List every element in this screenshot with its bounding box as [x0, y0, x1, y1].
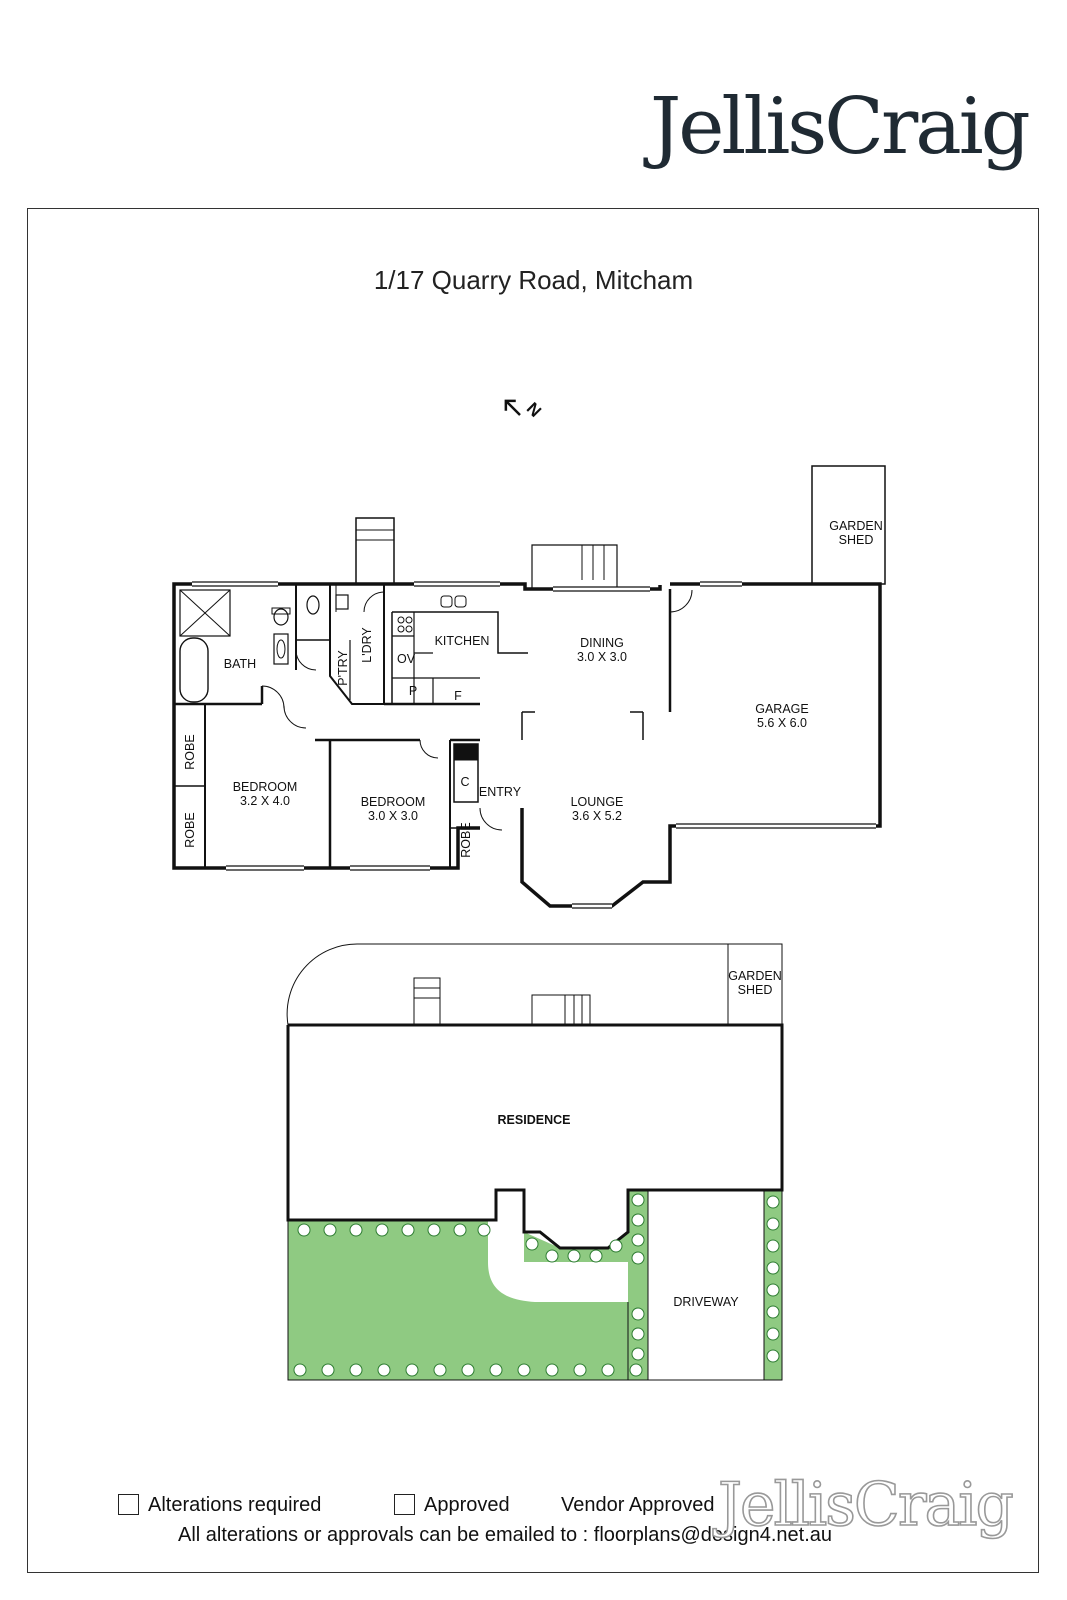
north-arrow-icon: N: [504, 399, 545, 421]
robe-label-1: ROBE: [183, 734, 197, 769]
dining-dims: 3.0 X 3.0: [577, 650, 627, 664]
deck-outline: [531, 544, 618, 588]
alterations-required-option[interactable]: Alterations required: [118, 1494, 321, 1517]
entry-label: ENTRY: [479, 785, 522, 799]
jellis-craig-watermark: JellisCraig: [717, 1469, 1014, 1541]
bedroom-2-dims: 3.0 X 3.0: [368, 809, 418, 823]
exterior-wall-bay: [520, 582, 882, 908]
chimney: [355, 517, 395, 585]
shower: [179, 589, 231, 637]
site-plan-labels: RESIDENCE DRIVEWAY GARDEN SHED: [498, 969, 782, 1309]
robe-label-2: ROBE: [183, 812, 197, 847]
floor-plan: [172, 465, 886, 909]
lounge-label: LOUNGE: [571, 795, 624, 809]
shed-label-1: SHED: [839, 533, 874, 547]
site-boundary: [286, 943, 783, 1381]
driveway-label: DRIVEWAY: [673, 1295, 739, 1309]
plan-frame: [27, 208, 1039, 1573]
floor-plan-labels: BATH BEDROOM 3.2 X 4.0 BEDROOM 3.0 X 3.0…: [183, 519, 883, 858]
approval-email-note: All alterations or approvals can be emai…: [178, 1524, 833, 1546]
property-address: 1/17 Quarry Road, Mitcham: [373, 265, 694, 295]
f-label: F: [454, 689, 462, 703]
oven-label: OV: [397, 652, 416, 666]
alterations-checkbox[interactable]: [118, 1494, 139, 1515]
vendor-approved-label: Vendor Approved: [561, 1494, 715, 1516]
kitchen-label: KITCHEN: [435, 634, 490, 648]
site-garden-shed: [727, 943, 783, 1026]
north-label: N: [523, 399, 545, 421]
bedroom-2-label: BEDROOM: [361, 795, 426, 809]
laundry-label: L'DRY: [360, 627, 374, 663]
lawn: [288, 1220, 640, 1380]
bedroom-1-dims: 3.2 X 4.0: [240, 794, 290, 808]
bedroom-1-label: BEDROOM: [233, 780, 298, 794]
approved-checkbox[interactable]: [394, 1494, 415, 1515]
alterations-label: Alterations required: [148, 1494, 322, 1516]
garden-shed-wall: [811, 465, 886, 585]
dining-label: DINING: [580, 636, 624, 650]
robe-label-3: ROBE: [459, 822, 473, 857]
garden-shed-label-2: GARDEN: [728, 969, 781, 983]
approved-label: Approved: [424, 1494, 510, 1516]
exterior-wall: [172, 582, 662, 870]
bathtub: [179, 637, 209, 703]
lounge-dims: 3.6 X 5.2: [572, 809, 622, 823]
approved-option[interactable]: Approved: [394, 1494, 510, 1517]
shed-label-2: SHED: [738, 983, 773, 997]
p-label: P: [409, 684, 417, 698]
site-plan: [286, 943, 784, 1381]
c-label: C: [460, 775, 469, 789]
garage-label: GARAGE: [755, 702, 809, 716]
jellis-craig-logo: JellisCraig: [650, 82, 1031, 172]
residence-label: RESIDENCE: [498, 1113, 571, 1127]
garden-shed-label-1: GARDEN: [829, 519, 882, 533]
pantry-label: P'TRY: [336, 650, 350, 686]
residence-outline: [286, 1023, 784, 1250]
bath-label: BATH: [224, 657, 256, 671]
garage-dims: 5.6 X 6.0: [757, 716, 807, 730]
